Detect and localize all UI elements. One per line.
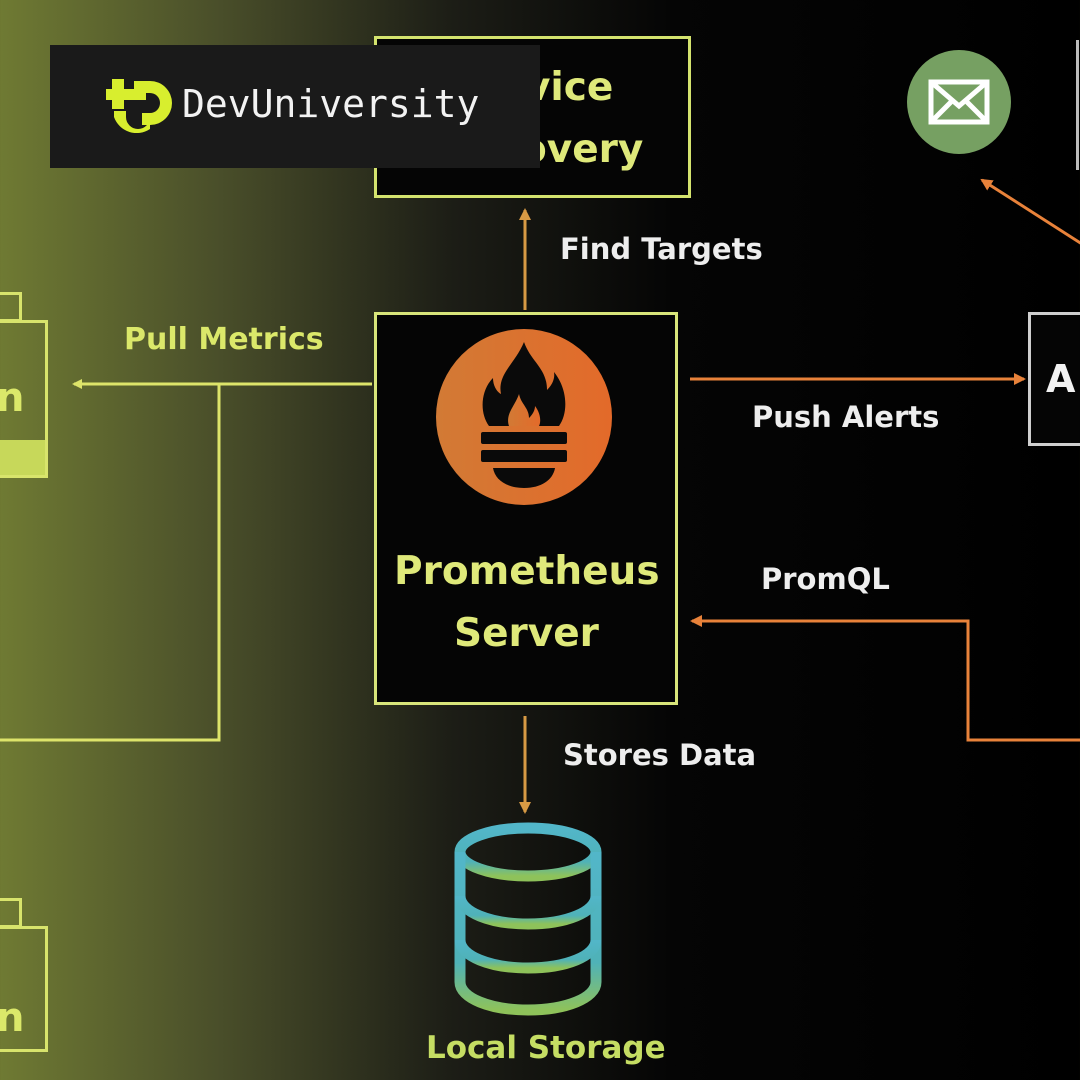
find-targets-label: Find Targets xyxy=(560,232,763,266)
pull-metrics-branch xyxy=(0,384,221,742)
target-2-box xyxy=(0,926,48,1052)
brand-banner: DevUniversity xyxy=(50,45,540,168)
promql-label: PromQL xyxy=(761,562,890,596)
right-edge-node xyxy=(1076,40,1080,170)
envelope-icon xyxy=(907,50,1011,154)
local-storage-label: Local Storage xyxy=(426,1030,666,1066)
prometheus-server-label-line1: Prometheus xyxy=(394,549,660,594)
service-discovery-label-line2: overy xyxy=(520,127,644,172)
promql-arrow xyxy=(690,615,1080,742)
target-1-fill xyxy=(0,440,45,475)
pull-metrics-label: Pull Metrics xyxy=(124,322,324,357)
prometheus-server-label-line2: Server xyxy=(454,611,599,656)
database-icon xyxy=(454,822,602,1016)
alertmanager-label: A xyxy=(1046,357,1076,401)
prometheus-torch-icon xyxy=(436,329,612,505)
push-alerts-label: Push Alerts xyxy=(752,400,940,434)
devuniversity-logo-icon xyxy=(106,79,172,134)
target-1-box xyxy=(0,320,48,478)
alertmanager-box xyxy=(1028,312,1080,446)
target-1-tab xyxy=(0,292,22,322)
email-arrow xyxy=(980,178,1080,245)
stores-data-label: Stores Data xyxy=(563,738,757,772)
target-1-label: n xyxy=(0,375,25,421)
target-2-label: n xyxy=(0,995,25,1041)
brand-name: DevUniversity xyxy=(182,82,480,126)
target-2-tab xyxy=(0,898,22,928)
